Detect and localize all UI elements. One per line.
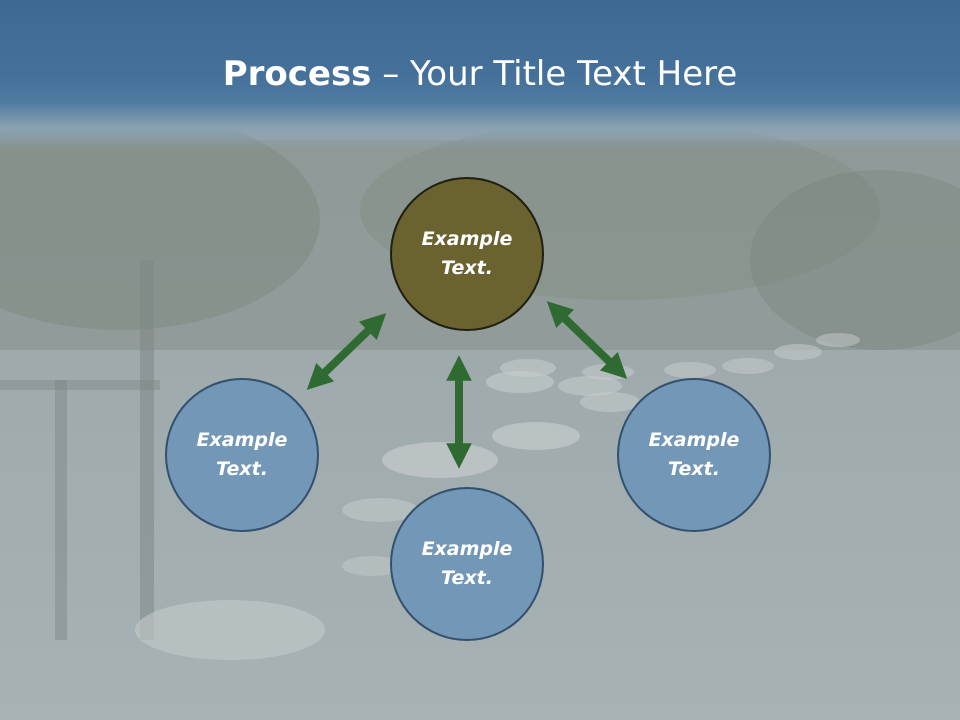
node-top-label: Example Text. [421,228,513,279]
node-left: Example Text. [165,378,319,532]
title-bar [0,0,960,150]
slide-title: Process – Your Title Text Here [0,52,960,96]
node-left-label: Example Text. [196,429,288,480]
arrow-top-right [546,301,628,379]
arrow-top-left [306,313,387,390]
node-right: Example Text. [617,378,771,532]
node-bottom: Example Text. [390,487,544,641]
node-bottom-label: Example Text. [421,538,513,589]
node-top: Example Text. [390,177,544,331]
title-bold: Process [222,54,372,94]
title-rest: – Your Title Text Here [371,54,738,94]
node-right-label: Example Text. [648,429,740,480]
